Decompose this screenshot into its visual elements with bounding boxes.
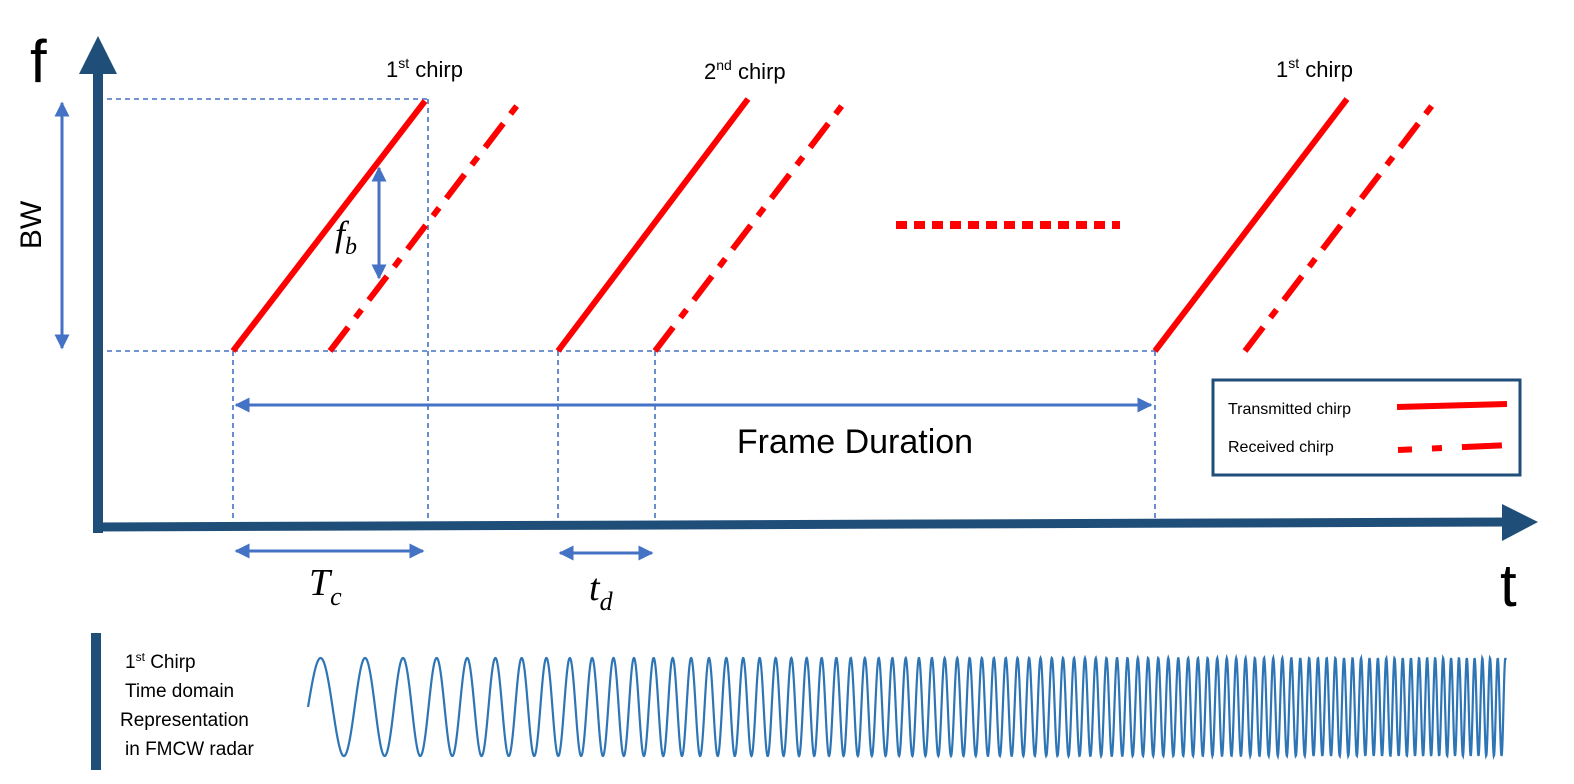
fb-label: fb [335, 214, 357, 260]
legend-box [1211, 378, 1522, 477]
frame-duration-label: Frame Duration [737, 423, 973, 461]
transmitted-chirp-1 [230, 99, 428, 353]
time-domain-chirp-waveform [306, 653, 1507, 761]
caption-bar [91, 633, 101, 770]
x-axis-arrowhead [1502, 504, 1538, 541]
chirp-label-1: 1st chirp [386, 55, 463, 82]
received-chirp-2 [652, 97, 850, 353]
legend-transmitted-label: Transmitted chirp [1228, 401, 1351, 418]
tc-label: Tc [309, 562, 342, 611]
guide-lines [98, 98, 1156, 527]
legend-received-label: Received chirp [1228, 439, 1334, 456]
bw-label: BW [15, 200, 48, 249]
chirp-label-2: 2nd chirp [704, 57, 786, 84]
legend-transmitted-swatch [1396, 401, 1508, 410]
caption-line-1: 1st Chirp [125, 650, 196, 673]
received-chirp-1 [327, 97, 525, 353]
transmitted-chirp-2 [555, 97, 751, 353]
x-axis-label: t [1500, 552, 1517, 619]
x-axis [92, 517, 1509, 532]
caption-line-4: in FMCW radar [125, 739, 254, 760]
legend-received-swatch [1397, 442, 1511, 453]
chirp-lines [230, 97, 1440, 353]
received-chirp-3 [1242, 97, 1440, 353]
legend: Transmitted chirp Received chirp [1211, 378, 1522, 477]
y-axis-label: f [30, 28, 47, 95]
transmitted-chirp-3 [1152, 97, 1350, 353]
caption-line-3: Representation [120, 710, 249, 731]
caption-line-2: Time domain [125, 681, 234, 702]
td-label: td [589, 567, 614, 616]
axes [79, 36, 1538, 541]
y-axis-arrowhead [79, 36, 117, 74]
chirp-label-3: 1st chirp [1276, 55, 1353, 82]
